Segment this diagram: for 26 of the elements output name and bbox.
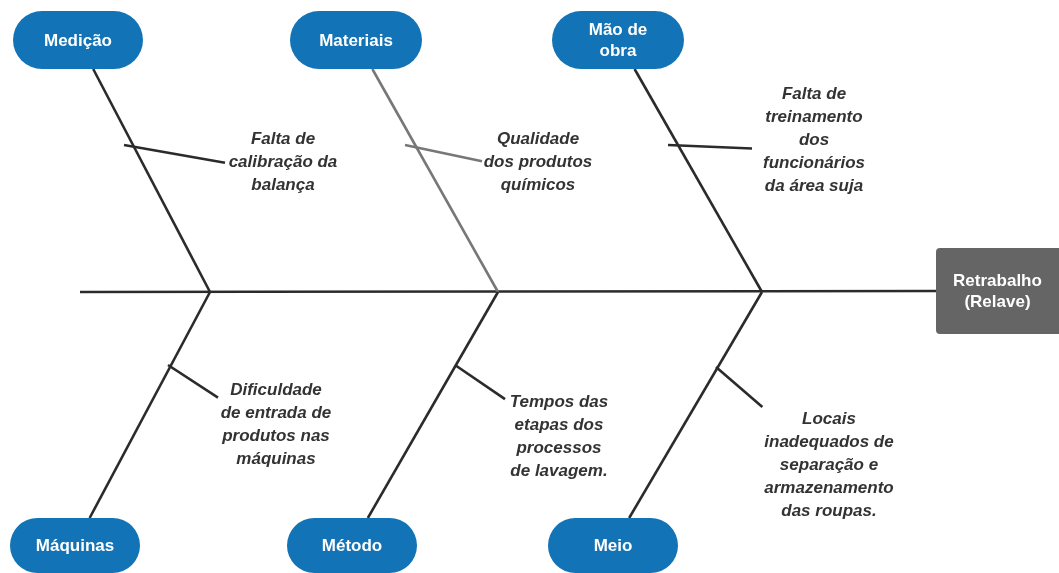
rib-line	[715, 366, 764, 408]
bone-line	[366, 291, 500, 519]
bone-line	[633, 68, 764, 293]
category-pill: Método	[287, 518, 417, 573]
category-pill: Medição	[13, 11, 143, 69]
rib-line	[404, 143, 483, 163]
effect-box: Retrabalho (Relave)	[936, 248, 1059, 334]
rib-line	[667, 143, 753, 150]
rib-line	[454, 363, 506, 401]
category-pill: Materiais	[290, 11, 422, 69]
bone-line	[371, 68, 500, 293]
spine-line	[80, 289, 936, 294]
rib-line	[123, 143, 226, 165]
cause-text: Locais inadequados de separação e armazenamento das roupas.	[758, 407, 900, 522]
cause-text: Dificuldade de entrada de produtos nas máquinas	[218, 378, 334, 493]
cause-text: Falta de calibração da balança	[225, 127, 341, 219]
category-pill: Mão de obra	[552, 11, 684, 69]
category-pill: Meio	[548, 518, 678, 573]
cause-text: Tempos das etapas dos processos de lavagem.	[505, 390, 613, 482]
rib-line	[167, 363, 219, 399]
cause-text: Falta de treinamento dos funcionários da área suja	[752, 82, 876, 220]
cause-text: Qualidade dos produtos químicos	[482, 127, 594, 219]
bone-line	[628, 291, 764, 519]
bone-line	[92, 68, 212, 293]
category-pill: Máquinas	[10, 518, 140, 573]
bone-line	[88, 291, 212, 519]
